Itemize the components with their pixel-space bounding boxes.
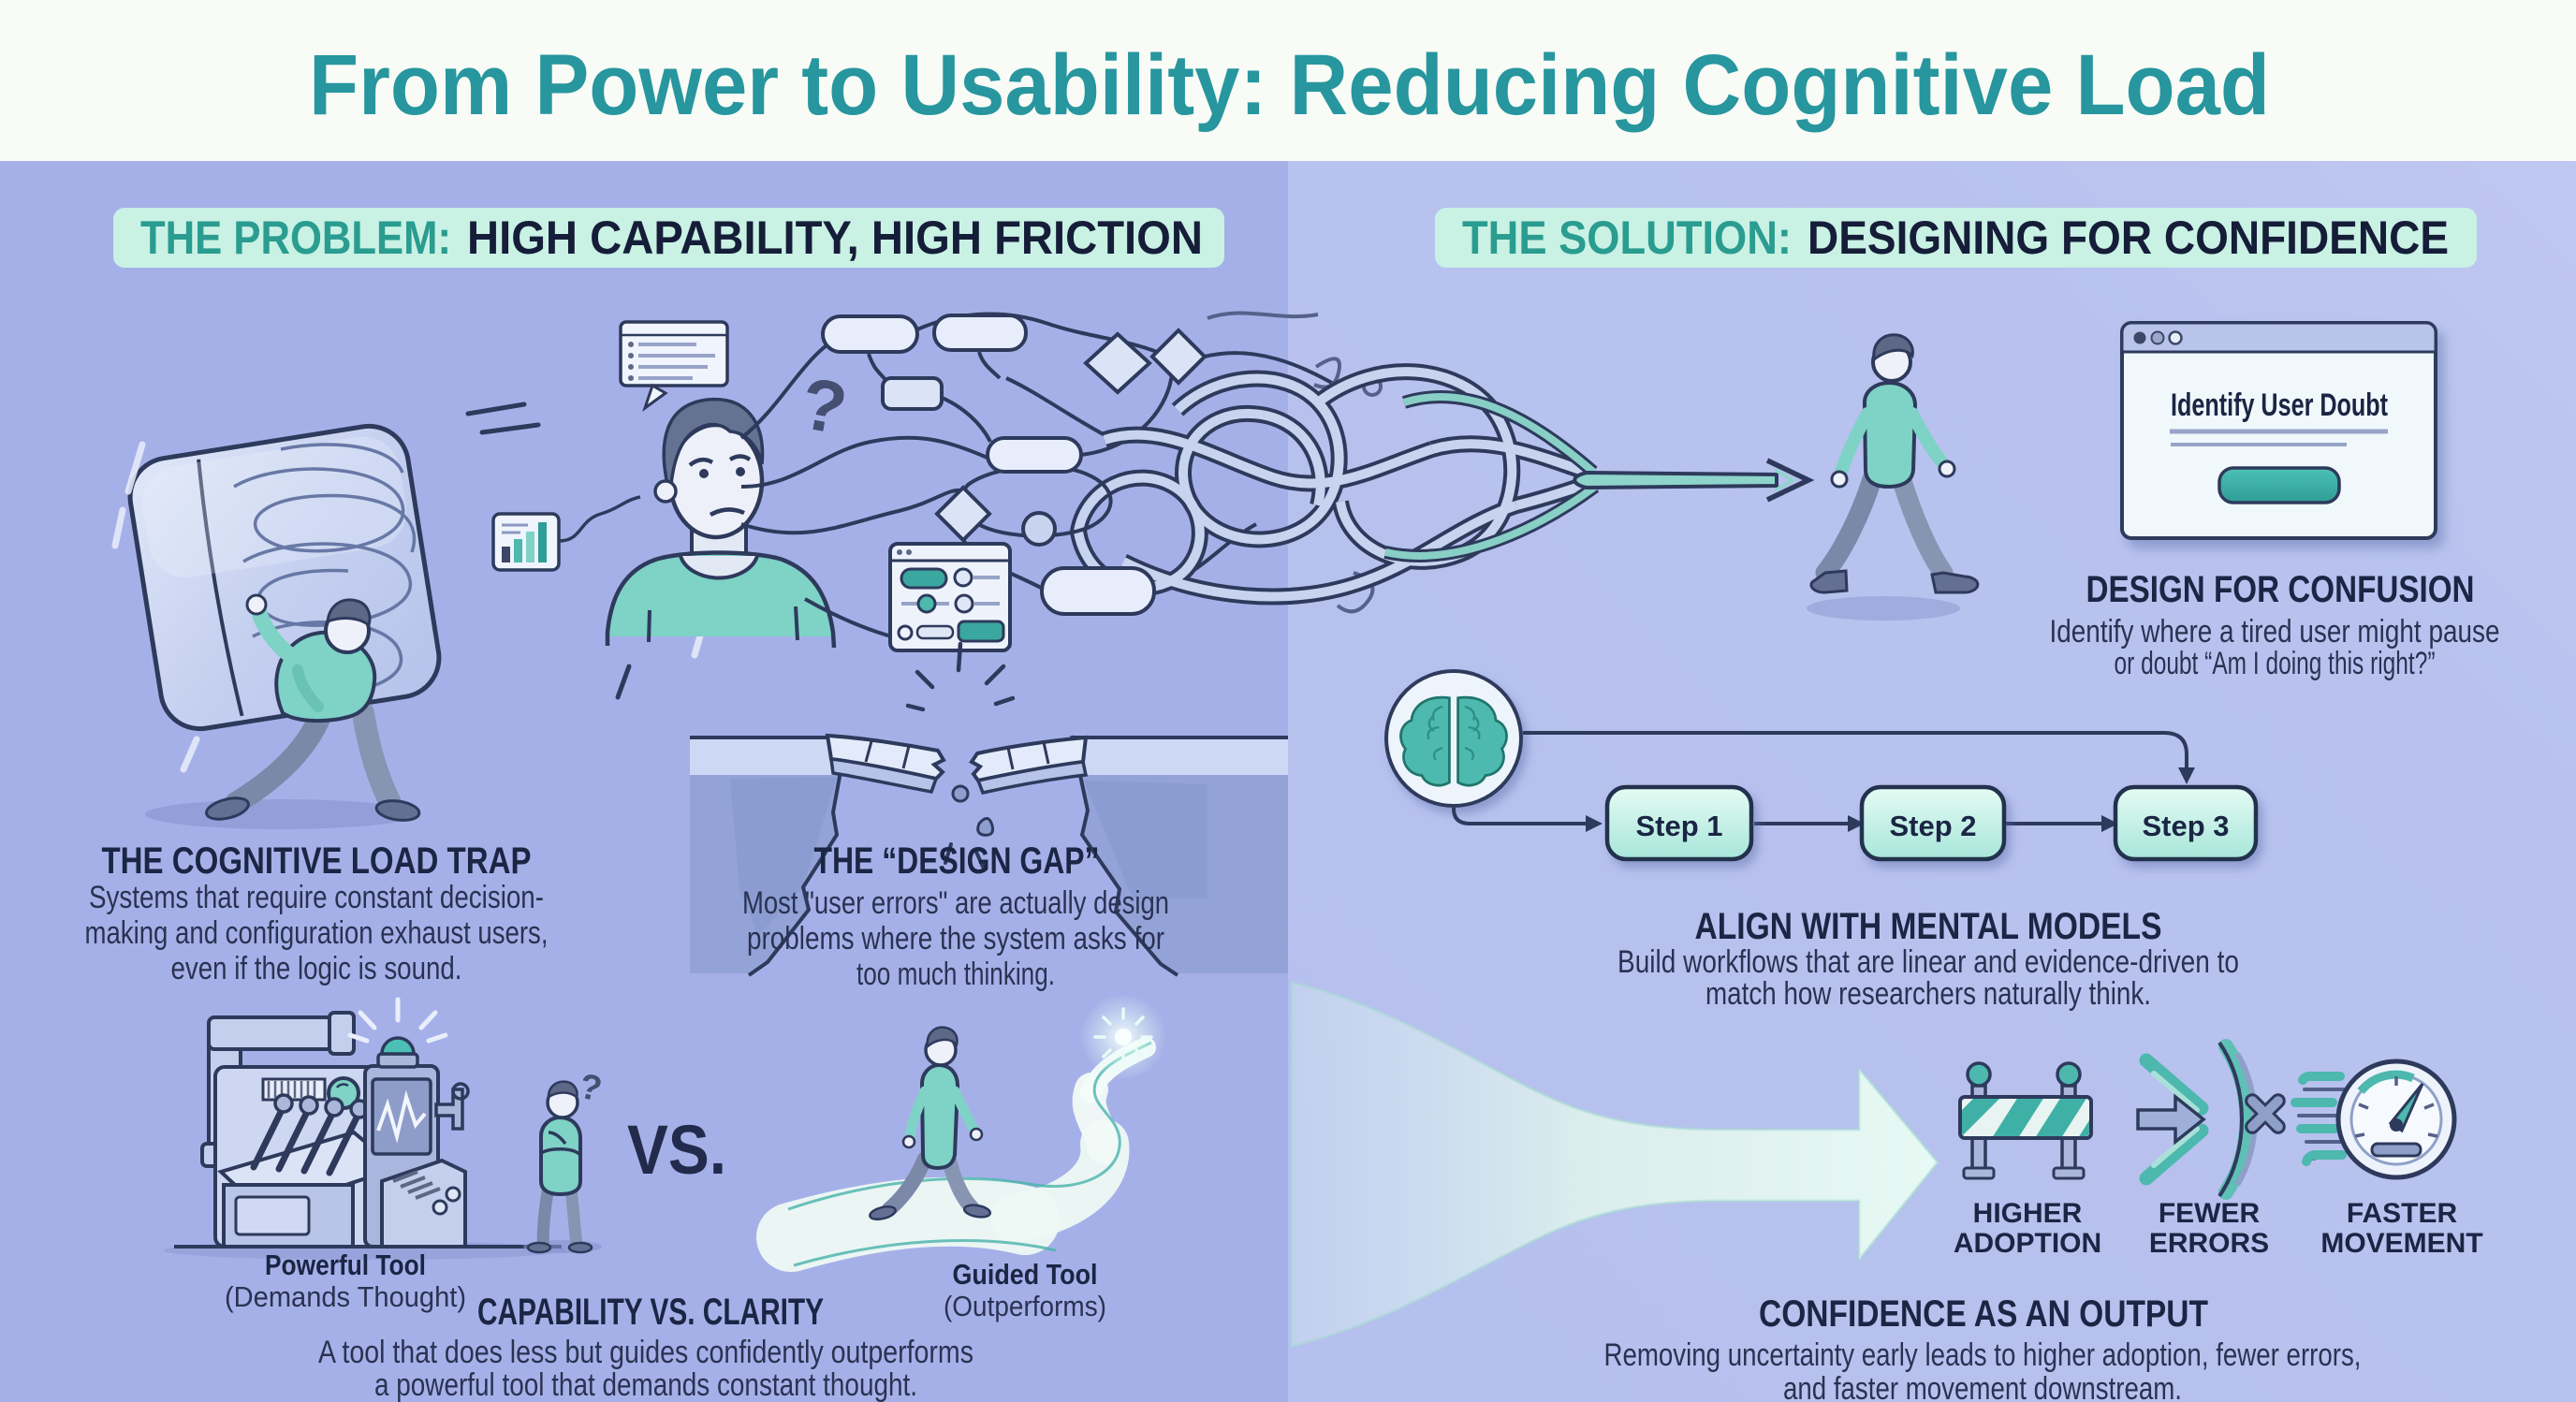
svg-text:HIGH CAPABILITY, HIGH FRICTION: HIGH CAPABILITY, HIGH FRICTION bbox=[467, 212, 1203, 264]
svg-text:Step 3: Step 3 bbox=[2142, 810, 2229, 842]
svg-text:a powerful tool that demands c: a powerful tool that demands constant th… bbox=[374, 1367, 917, 1402]
svg-text:HIGHER: HIGHER bbox=[1973, 1198, 2083, 1229]
svg-text:(Outperforms): (Outperforms) bbox=[944, 1290, 1106, 1322]
svg-text:ERRORS: ERRORS bbox=[2149, 1228, 2269, 1259]
svg-text:Identify where a tired user mi: Identify where a tired user might pause bbox=[2050, 614, 2500, 650]
svg-text:ALIGN WITH MENTAL MODELS: ALIGN WITH MENTAL MODELS bbox=[1695, 906, 2162, 947]
svg-text:making and configuration exhau: making and configuration exhaust users, bbox=[85, 915, 549, 951]
svg-text:and faster movement downstream: and faster movement downstream. bbox=[1783, 1371, 2182, 1402]
svg-text:Guided Tool: Guided Tool bbox=[953, 1258, 1098, 1291]
svg-text:From Power to Usability: Reduc: From Power to Usability: Reducing Cognit… bbox=[309, 37, 2270, 133]
svg-text:or doubt “Am I doing this righ: or doubt “Am I doing this right?” bbox=[2115, 646, 2436, 681]
svg-text:FASTER: FASTER bbox=[2347, 1198, 2458, 1229]
svg-text:even if the logic is sound.: even if the logic is sound. bbox=[171, 951, 462, 986]
svg-text:A tool that does less but guid: A tool that does less but guides confide… bbox=[318, 1335, 973, 1370]
svg-text:too much thinking.: too much thinking. bbox=[856, 957, 1055, 992]
svg-text:Removing uncertainty early lea: Removing uncertainty early leads to high… bbox=[1604, 1337, 2362, 1373]
svg-text:DESIGN FOR CONFUSION: DESIGN FOR CONFUSION bbox=[2086, 569, 2475, 610]
svg-text:problems where the system asks: problems where the system asks for bbox=[747, 921, 1164, 957]
svg-text:THE “DESIGN GAP”: THE “DESIGN GAP” bbox=[814, 840, 1100, 882]
svg-text:DESIGNING FOR CONFIDENCE: DESIGNING FOR CONFIDENCE bbox=[1808, 212, 2449, 264]
svg-text:FEWER: FEWER bbox=[2159, 1198, 2261, 1229]
svg-text:Powerful Tool: Powerful Tool bbox=[265, 1249, 426, 1281]
svg-text:Step 2: Step 2 bbox=[1889, 810, 1976, 842]
svg-text:VS.: VS. bbox=[627, 1111, 726, 1189]
svg-text:match how researchers naturall: match how researchers naturally think. bbox=[1705, 976, 2151, 1012]
svg-text:Step 1: Step 1 bbox=[1635, 810, 1722, 842]
svg-text:(Demands Thought): (Demands Thought) bbox=[225, 1280, 466, 1313]
svg-text:CONFIDENCE AS AN OUTPUT: CONFIDENCE AS AN OUTPUT bbox=[1759, 1293, 2208, 1335]
svg-text:ADOPTION: ADOPTION bbox=[1954, 1228, 2101, 1259]
svg-text:Build workflows that are linea: Build workflows that are linear and evid… bbox=[1617, 944, 2239, 980]
svg-text:CAPABILITY VS. CLARITY: CAPABILITY VS. CLARITY bbox=[477, 1292, 824, 1333]
svg-text:MOVEMENT: MOVEMENT bbox=[2320, 1228, 2482, 1259]
svg-text:Systems that require constant: Systems that require constant decision- bbox=[89, 880, 544, 915]
svg-text:Most "user errors" are actuall: Most "user errors" are actually design bbox=[742, 885, 1169, 921]
svg-text:THE PROBLEM:: THE PROBLEM: bbox=[140, 212, 451, 264]
svg-text:Identify User Doubt: Identify User Doubt bbox=[2171, 387, 2388, 423]
svg-text:THE SOLUTION:: THE SOLUTION: bbox=[1462, 212, 1792, 264]
svg-text:THE COGNITIVE LOAD TRAP: THE COGNITIVE LOAD TRAP bbox=[102, 840, 532, 882]
